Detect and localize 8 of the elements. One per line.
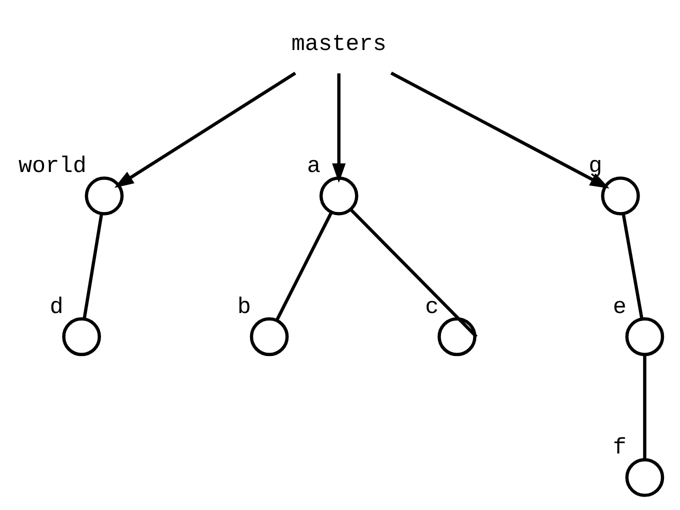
- node-label: b: [236, 294, 251, 320]
- node-label: f: [612, 434, 626, 461]
- node-label: d: [49, 294, 63, 320]
- node-label: e: [612, 294, 626, 320]
- node-label: c: [424, 294, 438, 320]
- node-text: masters: [290, 30, 386, 57]
- node-label: a: [306, 152, 320, 179]
- node-label: world: [18, 152, 86, 179]
